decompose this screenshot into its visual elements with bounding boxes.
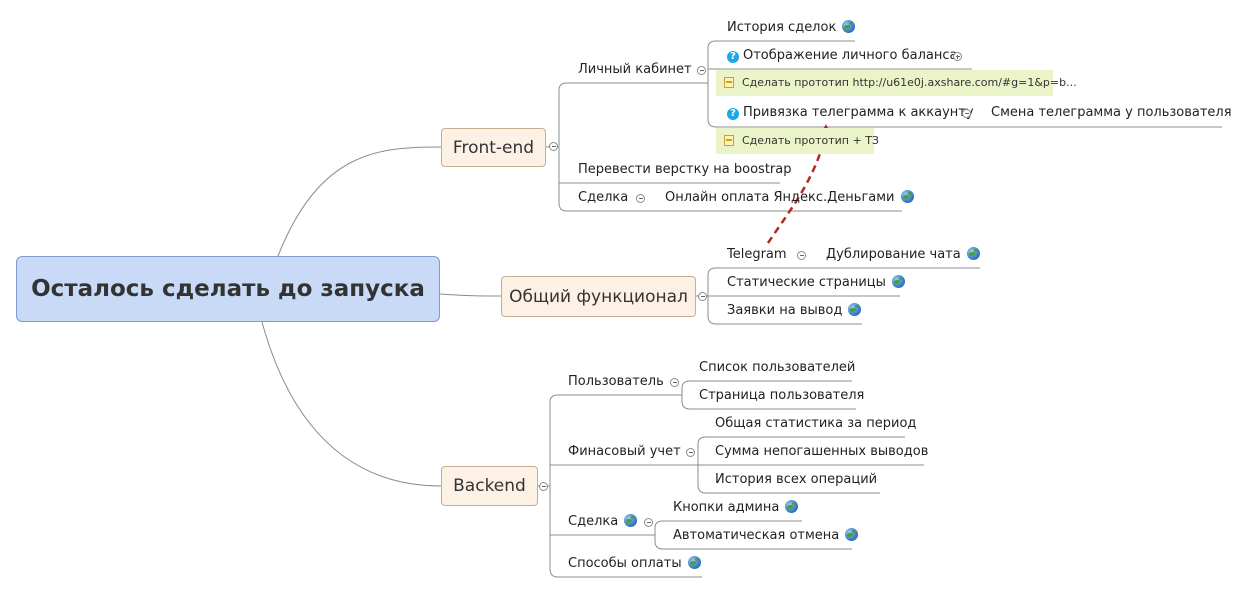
static-pages-topic[interactable]: Статические страницы: [727, 274, 905, 292]
cabinet-topic[interactable]: Личный кабинет: [578, 61, 692, 79]
admin-buttons-topic[interactable]: Кнопки админа: [673, 499, 799, 517]
collapse-icon[interactable]: [697, 66, 706, 75]
user-label: Пользователь: [568, 374, 664, 389]
chat-dup-topic[interactable]: Дублирование чата: [826, 246, 980, 264]
backend-deal-label: Сделка: [568, 514, 619, 529]
globe-icon: [687, 556, 701, 569]
chat-dup-label: Дублирование чата: [826, 247, 961, 262]
cabinet-label: Личный кабинет: [578, 62, 692, 77]
telegram-label: Telegram: [727, 247, 787, 262]
user-topic[interactable]: Пользователь: [568, 373, 664, 391]
collapse-icon[interactable]: [962, 109, 971, 118]
collapse-icon[interactable]: [644, 518, 653, 527]
telegram-link-topic[interactable]: ? Привязка телеграмма к аккаунту: [727, 104, 974, 122]
telegram-link-label: Привязка телеграмма к аккаунту: [743, 105, 974, 120]
balance-note[interactable]: Сделать прототип http://u61e0j.axshare.c…: [716, 70, 1077, 96]
globe-icon: [845, 528, 859, 541]
history-topic[interactable]: История сделок: [727, 19, 856, 37]
globe-icon: [785, 500, 799, 513]
auto-cancel-label: Автоматическая отмена: [673, 528, 840, 543]
unpaid-label: Сумма непогашенных выводов: [715, 444, 929, 459]
stats-topic[interactable]: Общая статистика за период: [715, 415, 916, 433]
balance-note-text: Сделать прототип http://u61e0j.axshare.c…: [742, 76, 1077, 89]
balance-label: Отображение личного баланса: [743, 48, 958, 63]
globe-icon: [842, 20, 856, 33]
stats-label: Общая статистика за период: [715, 416, 917, 431]
collapse-icon[interactable]: [539, 482, 548, 491]
globe-icon: [848, 303, 862, 316]
withdrawals-topic[interactable]: Заявки на вывод: [727, 302, 862, 320]
operations-history-topic[interactable]: История всех операций: [715, 471, 877, 489]
common-node[interactable]: Общий функционал: [501, 276, 696, 317]
withdrawals-label: Заявки на вывод: [727, 303, 843, 318]
user-page-topic[interactable]: Страница пользователя: [699, 387, 864, 405]
backend-deal-topic[interactable]: Сделка: [568, 513, 638, 531]
telegram-note[interactable]: Сделать прототип + ТЗ: [716, 128, 879, 154]
frontend-label: Front-end: [452, 137, 535, 158]
payment-methods-topic[interactable]: Способы оплаты: [568, 555, 701, 573]
user-list-label: Список пользователей: [699, 360, 856, 375]
backend-label: Backend: [453, 476, 526, 496]
unpaid-topic[interactable]: Сумма непогашенных выводов: [715, 443, 928, 461]
bootstrap-topic[interactable]: Перевести верстку на boostrap: [578, 161, 791, 179]
payment-label: Онлайн оплата Яндекс.Деньгами: [665, 190, 895, 205]
collapse-icon[interactable]: [549, 142, 558, 151]
globe-icon: [891, 275, 905, 288]
history-label: История сделок: [727, 20, 837, 35]
collapse-icon[interactable]: [636, 194, 645, 203]
common-label: Общий функционал: [509, 286, 688, 307]
question-icon: ?: [727, 51, 739, 63]
auto-cancel-topic[interactable]: Автоматическая отмена: [673, 527, 859, 545]
globe-icon: [966, 247, 980, 260]
static-pages-label: Статические страницы: [727, 275, 886, 290]
note-icon: [724, 135, 734, 146]
user-list-topic[interactable]: Список пользователей: [699, 359, 855, 377]
backend-node[interactable]: Backend: [441, 466, 538, 506]
expand-icon[interactable]: [953, 52, 962, 61]
collapse-icon[interactable]: [698, 292, 707, 301]
bootstrap-label: Перевести верстку на boostrap: [578, 162, 792, 177]
finance-label: Финасовый учет: [568, 444, 681, 459]
balance-topic[interactable]: ? Отображение личного баланса: [727, 47, 957, 65]
root-node[interactable]: Осталось сделать до запуска: [16, 256, 440, 322]
root-label: Осталось сделать до запуска: [31, 276, 425, 302]
globe-icon: [624, 514, 638, 527]
note-icon: [724, 77, 734, 88]
finance-topic[interactable]: Финасовый учет: [568, 443, 681, 461]
frontend-node[interactable]: Front-end: [441, 128, 546, 167]
collapse-icon[interactable]: [670, 378, 679, 387]
question-icon: ?: [727, 108, 739, 120]
user-page-label: Страница пользователя: [699, 388, 865, 403]
payment-topic[interactable]: Онлайн оплата Яндекс.Деньгами: [665, 189, 914, 207]
admin-buttons-label: Кнопки админа: [673, 500, 780, 515]
telegram-change-topic[interactable]: Смена телеграмма у пользователя: [991, 104, 1232, 122]
telegram-topic[interactable]: Telegram: [727, 246, 787, 264]
collapse-icon[interactable]: [686, 448, 695, 457]
collapse-icon[interactable]: [797, 251, 806, 260]
telegram-note-text: Сделать прототип + ТЗ: [742, 134, 879, 147]
telegram-change-label: Смена телеграмма у пользователя: [991, 105, 1232, 120]
globe-icon: [900, 190, 914, 203]
deal-label: Сделка: [578, 190, 629, 205]
deal-topic[interactable]: Сделка: [578, 189, 628, 207]
payment-methods-label: Способы оплаты: [568, 556, 682, 571]
operations-history-label: История всех операций: [715, 472, 878, 487]
